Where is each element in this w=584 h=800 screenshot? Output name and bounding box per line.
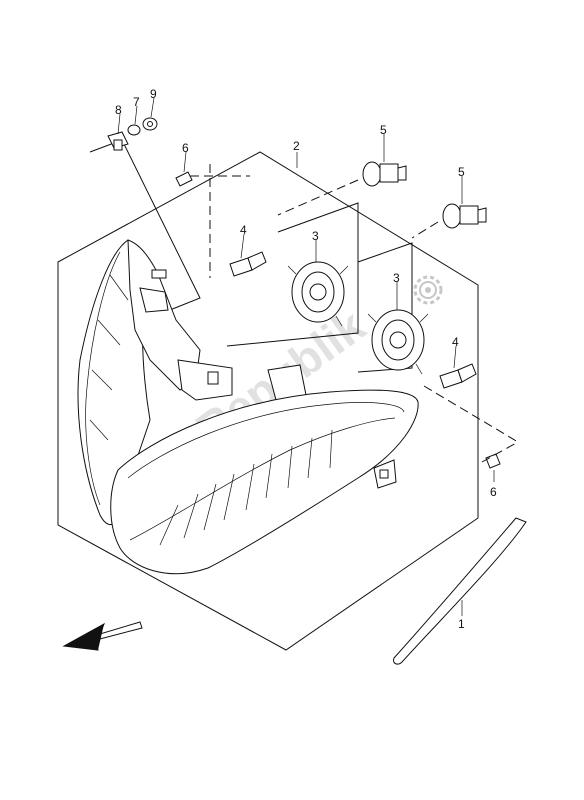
callout-4b: 4 [452, 335, 459, 349]
connector-line [481, 441, 519, 463]
connector-line [411, 221, 439, 239]
assembly-outline [57, 151, 479, 651]
socket-subbox-1 [226, 202, 359, 347]
bulb-part-4b [439, 363, 477, 389]
callout-5a: 5 [380, 123, 387, 137]
gear-icon [413, 275, 443, 305]
headlamp-housing [77, 239, 419, 575]
callout-7: 7 [133, 95, 140, 109]
connector-line [423, 385, 519, 443]
connector-line [277, 179, 359, 216]
callout-5b: 5 [458, 165, 465, 179]
callout-4a: 4 [240, 223, 247, 237]
callout-1: 1 [458, 617, 465, 631]
callout-3b: 3 [393, 271, 400, 285]
callout-2: 2 [293, 139, 300, 153]
bulb-part-4a [229, 251, 267, 277]
trim-strip-part-1 [393, 517, 527, 665]
fastener-group-box [89, 139, 201, 311]
bulb-part-5a [362, 161, 407, 187]
nut-part-9 [142, 117, 158, 131]
callout-6a: 6 [182, 141, 189, 155]
callout-3a: 3 [312, 229, 319, 243]
leader-lines [117, 97, 495, 616]
bulb-part-5b [442, 203, 487, 229]
nut-part-8 [107, 131, 129, 151]
callout-6b: 6 [490, 485, 497, 499]
socket-part-3a [287, 261, 349, 327]
callout-8: 8 [115, 103, 122, 117]
socket-part-3b [367, 309, 429, 375]
callout-9: 9 [150, 87, 157, 101]
bulb-part-6a [175, 171, 193, 187]
washer-part-7 [127, 124, 141, 136]
arrow-front-icon [62, 621, 143, 651]
callout-labels: 1 2 3 3 4 4 5 5 6 6 7 8 9 [115, 87, 497, 631]
socket-subbox-2 [357, 242, 413, 373]
bulb-part-6b [485, 453, 501, 469]
